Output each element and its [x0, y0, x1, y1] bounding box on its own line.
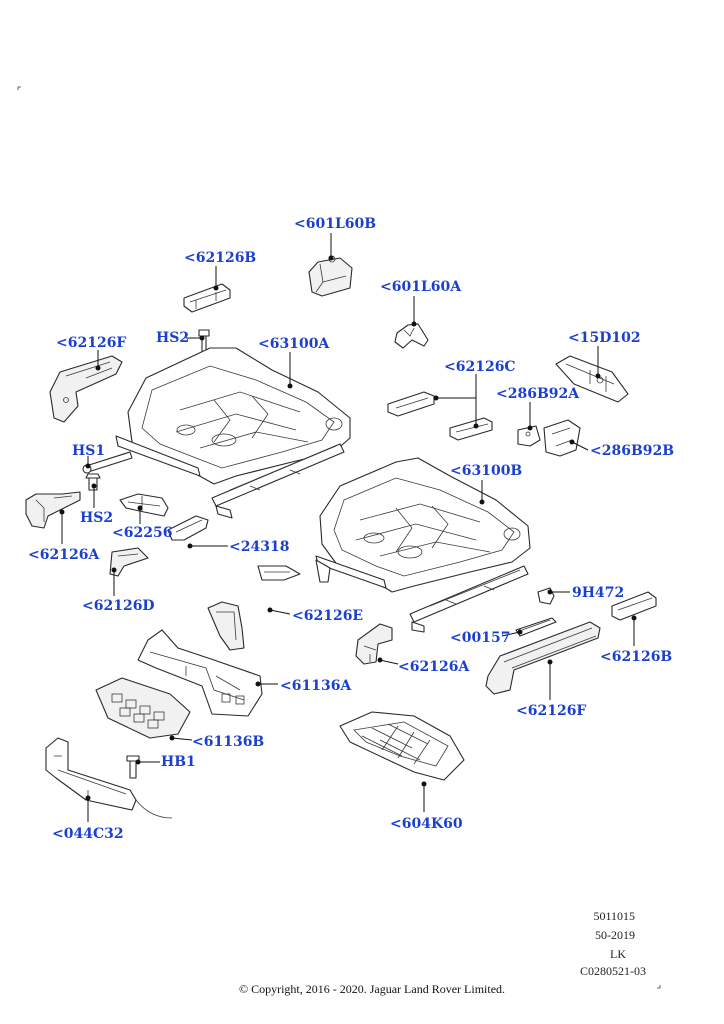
- callout-HS1[interactable]: HS1: [72, 443, 105, 459]
- part-62126E-cover: [207, 601, 245, 651]
- callout-HB1[interactable]: HB1: [161, 754, 196, 770]
- callout-HS2-top[interactable]: HS2: [156, 330, 189, 346]
- part-24318-bracket: [167, 515, 209, 541]
- reference-line-2: 50-2019: [595, 928, 635, 942]
- part-61136B-heat-mat: [95, 677, 191, 739]
- callout-62126F-left[interactable]: <62126F: [56, 335, 126, 351]
- callout-61136A[interactable]: <61136A: [280, 678, 352, 694]
- corner-mark-top-left: [17, 86, 21, 90]
- part-62126B-top-cover: [183, 283, 231, 313]
- part-62126E-rail-bracket: [257, 565, 301, 581]
- part-15D102-motor: [555, 355, 629, 403]
- part-63100A-seat-frame: [115, 347, 351, 519]
- reference-line-3: LK: [610, 947, 626, 961]
- callout-61136B[interactable]: <61136B: [192, 734, 264, 750]
- copyright-text: © Copyright, 2016 - 2020. Jaguar Land Ro…: [239, 982, 505, 996]
- callout-HS2-bottom[interactable]: HS2: [80, 510, 113, 526]
- callout-63100B[interactable]: <63100B: [450, 463, 522, 479]
- reference-line-1: 5011015: [593, 909, 635, 923]
- callout-00157[interactable]: <00157: [450, 630, 510, 646]
- callout-labels: <601L60B <62126B <601L60A <62126F HS2 <6…: [28, 216, 674, 842]
- part-62126A-bracket-right: [355, 623, 393, 665]
- part-62126D-bracket: [109, 547, 149, 577]
- callout-62126F-right[interactable]: <62126F: [516, 703, 586, 719]
- callout-62126A-right[interactable]: <62126A: [398, 659, 470, 675]
- part-HB1-bolt: [126, 755, 140, 779]
- callout-604K60[interactable]: <604K60: [390, 816, 463, 832]
- callout-62126A-left[interactable]: <62126A: [28, 547, 100, 563]
- part-604K60-tray: [339, 711, 465, 781]
- part-61136A-heat-panel: [137, 629, 263, 717]
- leader-lines: [59, 233, 637, 822]
- callout-62126D[interactable]: <62126D: [82, 598, 155, 614]
- callout-601L60B[interactable]: <601L60B: [294, 216, 376, 232]
- callout-62126C[interactable]: <62126C: [444, 359, 516, 375]
- callout-286B92A[interactable]: <286B92A: [496, 386, 580, 402]
- part-62126F-side-trim-right: [485, 621, 601, 695]
- callout-62126B-top[interactable]: <62126B: [184, 250, 256, 266]
- callout-62126E[interactable]: <62126E: [292, 608, 363, 624]
- part-286B92B-bracket: [543, 419, 581, 457]
- callout-9H472[interactable]: 9H472: [572, 585, 624, 601]
- callout-63100A[interactable]: <63100A: [258, 336, 330, 352]
- callout-15D102[interactable]: <15D102: [568, 330, 641, 346]
- part-62126C-cover-upper: [387, 391, 435, 417]
- part-601L60B-cover: [308, 255, 353, 297]
- callout-044C32[interactable]: <044C32: [52, 826, 124, 842]
- part-62256-bracket: [119, 493, 169, 517]
- callout-24318[interactable]: <24318: [229, 539, 289, 555]
- part-62126C-cover-lower: [449, 417, 493, 441]
- reference-block: 5011015 50-2019 LK C0280521-03: [580, 909, 646, 978]
- reference-line-4: C0280521-03: [580, 964, 646, 978]
- callout-601L60A[interactable]: <601L60A: [380, 279, 462, 295]
- part-63100B-seat-frame: [315, 457, 531, 633]
- part-62126B-right-cover: [611, 591, 657, 621]
- part-62126A-bracket-left: [25, 491, 81, 529]
- part-601L60A-bracket: [394, 323, 429, 349]
- part-62126F-side-trim-left: [49, 355, 123, 423]
- callout-62126B-right[interactable]: <62126B: [600, 649, 672, 665]
- part-044C32-wiring-bracket: [45, 737, 173, 819]
- part-286B92A-bracket: [517, 425, 541, 447]
- callout-286B92B[interactable]: <286B92B: [590, 443, 674, 459]
- callout-62256[interactable]: <62256: [112, 525, 172, 541]
- corner-mark-bottom-right: [657, 985, 661, 989]
